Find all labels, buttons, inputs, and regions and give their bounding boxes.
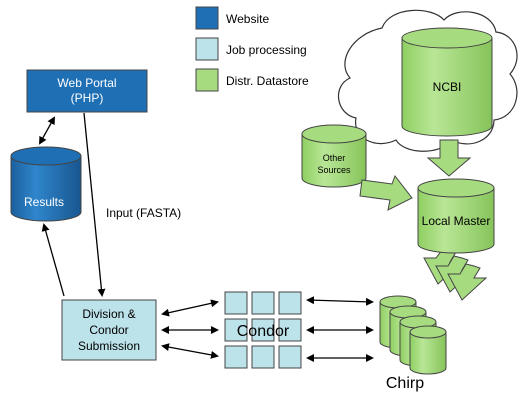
other-sources-label-line1: Other [323,153,346,163]
local-master-to-chirp-arrows [423,249,488,301]
condor-slot [224,291,248,315]
legend-label-website: Website [226,12,269,26]
chirp-label: Chirp [386,375,424,392]
legend-label-distr-datastore: Distr. Datastore [226,74,309,88]
condor-chirp-arrow-top [306,296,374,306]
condor-slot [278,318,302,342]
submission-to-results-arrow [41,223,65,297]
results-label: Results [24,195,64,209]
condor-slot [278,291,302,315]
division-submission-box: Division & Condor Submission [61,299,157,361]
ncbi-database: NCBI [401,27,493,137]
portal-results-arrow [39,116,55,145]
connectors [39,112,374,362]
division-label-line1: Division & [82,307,135,321]
condor-slot [278,345,302,369]
ncbi-label: NCBI [433,80,462,94]
condor-pool: Condor [224,291,302,369]
results-database: Results [10,146,82,222]
chirp-storage-group: Chirp [379,295,447,392]
division-label-line3: Submission [78,339,140,353]
condor-slot [224,318,248,342]
legend-swatch-job-processing [195,37,219,61]
web-portal-label-line2: (PHP) [71,91,104,105]
submission-condor-arrow-top [161,299,219,317]
local-master-label: Local Master [422,214,491,228]
other-sources-to-local-master-arrow [359,174,413,211]
condor-slot [251,318,275,342]
condor-label: Condor [237,323,290,340]
submission-condor-arrow-bottom [161,343,219,359]
input-arrow [83,112,106,297]
web-portal-box: Web Portal (PHP) [26,69,148,113]
web-portal-label-line1: Web Portal [57,76,116,90]
legend-swatch-website [195,6,219,30]
ncbi-to-local-master-arrow [426,139,472,177]
legend-swatch-distr-datastore [195,68,219,92]
input-fasta-label: Input (FASTA) [106,206,181,220]
legend: Website Job processing Distr. Datastore [195,6,309,92]
condor-slot [251,345,275,369]
condor-slot [251,291,275,315]
division-label-line2: Condor [89,323,128,337]
other-sources-label-line2: Sources [317,165,351,175]
other-sources-database: Other Sources [301,124,367,188]
legend-label-job-processing: Job processing [226,43,307,57]
local-master-database: Local Master [417,178,495,254]
chirp-node [409,325,447,375]
condor-slot [224,345,248,369]
